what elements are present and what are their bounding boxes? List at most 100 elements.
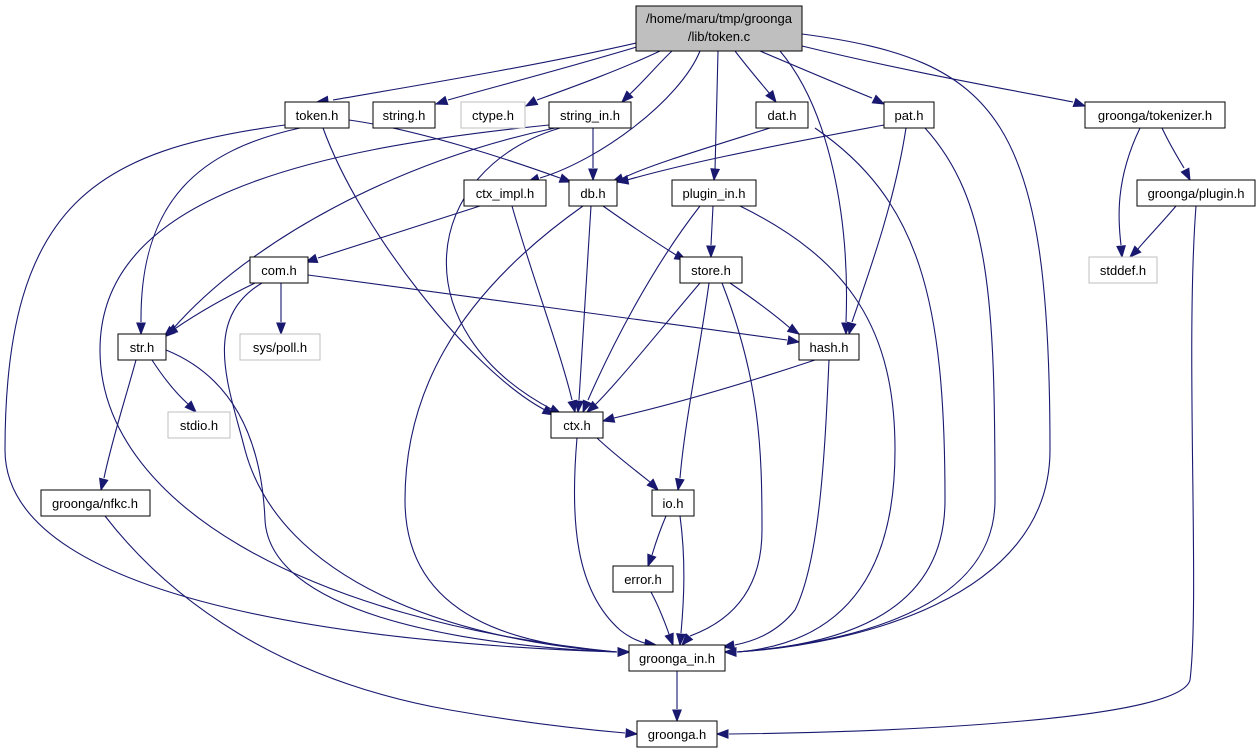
edge-hashh-groongain (721, 359, 830, 650)
node-pat-h-label: pat.h (895, 108, 924, 123)
edge-arrowhead (765, 89, 777, 104)
node-store-h-label: store.h (691, 263, 731, 278)
edge-stringin-strh (162, 127, 556, 338)
node-error-h[interactable]: error.h (612, 565, 674, 593)
edge-arrowhead (276, 322, 286, 336)
node-stdio-h: stdio.h (167, 411, 231, 439)
edge-line (651, 515, 667, 556)
node-sys-poll-h-label: sys/poll.h (253, 340, 307, 355)
edge-line (851, 127, 907, 323)
edge-arrowhead (847, 321, 857, 336)
edge-arrowhead (582, 399, 592, 414)
edge-line (596, 437, 651, 483)
node-stddef-h-label: stddef.h (1100, 263, 1146, 278)
edge-storeh-ioh (675, 282, 710, 492)
edge-line (710, 205, 714, 246)
edge-line (104, 515, 626, 734)
edge-strh-groongain (165, 349, 631, 657)
node-groonga-tokenizer-h[interactable]: groonga/tokenizer.h (1084, 101, 1226, 129)
node-string-h-label: string.h (383, 108, 426, 123)
node-com-h[interactable]: com.h (249, 256, 309, 284)
edge-arrowhead (710, 168, 721, 182)
edge-arrowhead (625, 728, 639, 738)
node-token-h[interactable]: token.h (284, 101, 350, 129)
edge-ioh-errorh (647, 515, 667, 568)
edge-path-dbh (615, 124, 885, 185)
node-groonga-plugin-h[interactable]: groonga/plugin.h (1136, 179, 1256, 207)
edge-storeh-groongain (681, 282, 763, 647)
edge-ctxh-ioh (596, 437, 659, 491)
node-stddef-h: stddef.h (1088, 256, 1158, 284)
edge-tokenizer-stddef (1116, 127, 1141, 259)
node-db-h[interactable]: db.h (568, 179, 618, 207)
node-groonga-in-h[interactable]: groonga_in.h (628, 644, 726, 672)
edge-line (539, 50, 701, 179)
edge-comh-hashh (307, 274, 801, 345)
edge-path-hashh (847, 127, 907, 336)
edge-arrowhead (164, 323, 179, 335)
node-groonga-nfkc-h[interactable]: groonga/nfkc.h (40, 489, 151, 517)
edge-line (801, 45, 1074, 103)
node-stdio-h-label: stdio.h (180, 418, 218, 433)
edge-arrowhead (567, 399, 577, 414)
node-token-h-label: token.h (296, 108, 339, 123)
node-dat-h[interactable]: dat.h (755, 101, 809, 129)
edge-line (779, 50, 847, 323)
node-store-h[interactable]: store.h (679, 256, 743, 284)
edge-pluginin-groongain (723, 205, 896, 657)
node-groonga-nfkc-h-label: groonga/nfkc.h (52, 496, 138, 511)
node-ctx-impl-h[interactable]: ctx_impl.h (463, 179, 547, 207)
edge-tokenh-dbh (348, 119, 573, 183)
edge-ioh-groongain (676, 515, 686, 647)
edge-line (536, 50, 661, 101)
edge-arrowhead (664, 632, 674, 647)
edge-arrowhead (681, 633, 694, 647)
node-db-h-label: db.h (580, 186, 605, 201)
edge-line (729, 282, 791, 329)
node-string-h[interactable]: string.h (372, 101, 436, 129)
node-groonga-h[interactable]: groonga.h (636, 720, 718, 748)
node-hash-h[interactable]: hash.h (798, 333, 860, 361)
edge-arrowhead (184, 400, 197, 413)
edge-pluginh-stddef (1129, 205, 1177, 258)
edge-stringin-dbh (588, 128, 598, 182)
edge-arrowhead (676, 633, 686, 647)
edge-line (171, 127, 556, 331)
edge-tokenizer-pluginh (1161, 127, 1191, 182)
node-io-h[interactable]: io.h (651, 489, 695, 517)
edge-line (736, 127, 996, 653)
node-error-h-label: error.h (624, 572, 662, 587)
node-plugin-in-h[interactable]: plugin_in.h (671, 179, 757, 207)
edge-line (1118, 127, 1141, 246)
node-token-c: /home/maru/tmp/groonga /lib/token.c (635, 5, 803, 52)
edge-arrowhead (715, 729, 729, 739)
node-ctx-h-label: ctx.h (563, 418, 590, 433)
edge-arrowhead (615, 174, 630, 185)
edge-arrowhead (646, 478, 659, 491)
edge-dath-dbh (610, 127, 771, 183)
node-string-in-h[interactable]: string_in.h (548, 101, 632, 129)
edge-line (103, 359, 137, 479)
graph-edges (4, 33, 1197, 739)
edge-line (573, 437, 649, 645)
edge-arrowhead (1116, 245, 1126, 259)
node-str-h[interactable]: str.h (117, 333, 167, 361)
edge-tokenc-pluginin (710, 50, 721, 182)
node-dat-h-label: dat.h (768, 108, 797, 123)
edge-arrowhead (617, 647, 631, 657)
node-io-h-label: io.h (663, 496, 684, 511)
edge-tokenc-stringinh (621, 50, 673, 103)
edge-line (446, 127, 561, 411)
node-ctype-h: ctype.h (460, 101, 526, 129)
node-ctx-h[interactable]: ctx.h (550, 411, 604, 439)
node-pat-h[interactable]: pat.h (883, 101, 935, 129)
edge-line (679, 515, 685, 634)
edge-arrowhead (588, 168, 598, 182)
edge-line (447, 45, 641, 101)
edge-line (728, 205, 1197, 735)
edge-line (151, 359, 189, 405)
edge-dbh-storeh (602, 205, 688, 261)
edge-arrowhead (136, 322, 146, 336)
edge-line (650, 591, 670, 635)
